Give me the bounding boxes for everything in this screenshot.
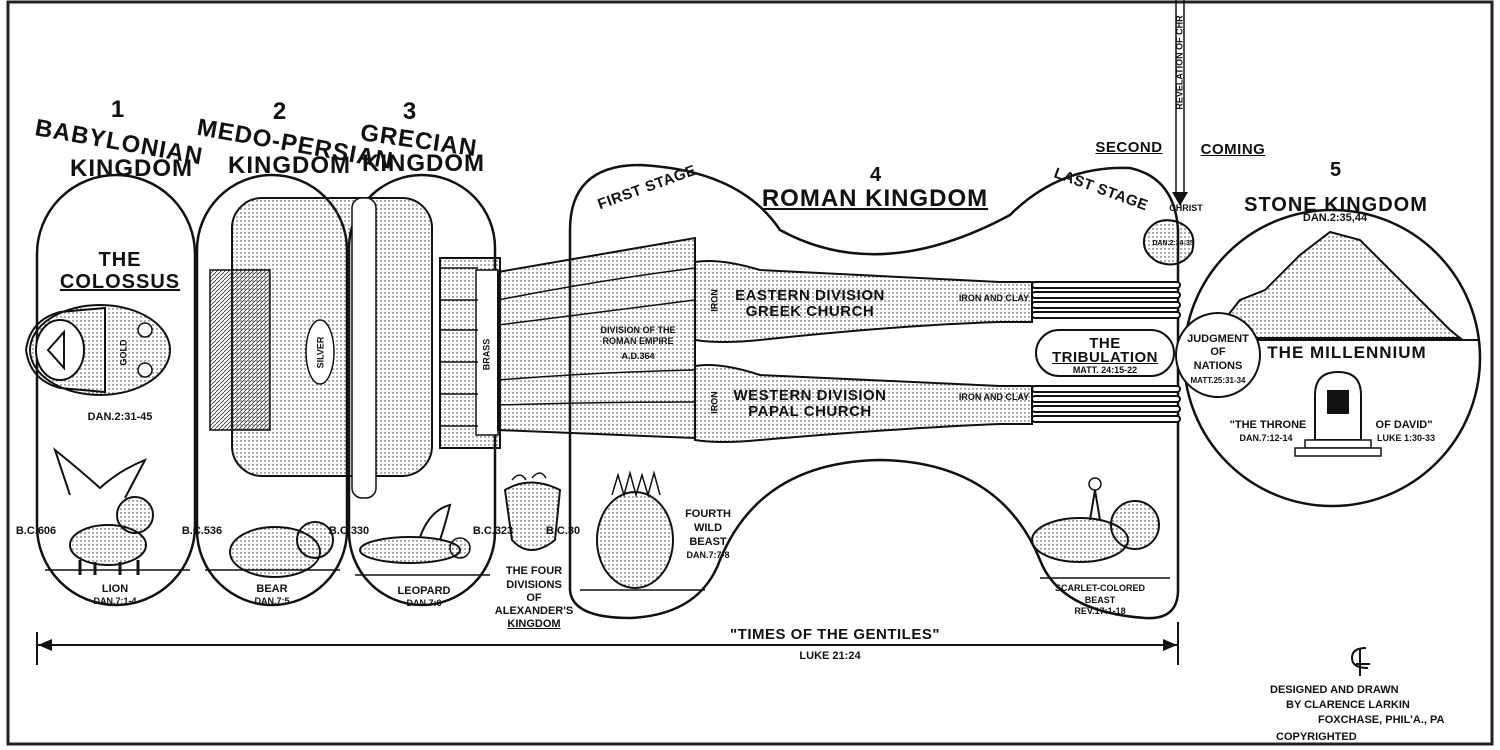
papal-church: PAPAL CHURCH: [748, 403, 872, 420]
four-divisions-1: THE FOUR: [505, 565, 563, 577]
stone-ref-label: DAN.2:34-35: [1152, 240, 1194, 247]
four-headed-goat: [503, 472, 562, 551]
eastern-division: EASTERN DIVISION: [735, 287, 885, 304]
credit-line4: COPYRIGHTED: [1276, 731, 1357, 743]
four-divisions-4: ALEXANDER'S: [494, 605, 574, 617]
judgment-line3: NATIONS: [1193, 360, 1243, 372]
larkin-monogram: [1350, 647, 1370, 676]
colossus-head: [24, 304, 171, 396]
revelation-label: REVELATION OF CHR: [1174, 15, 1185, 110]
throne-ref-right: LUKE 1:30-33: [1376, 433, 1436, 443]
gentiles-ref: LUKE 21:24: [799, 650, 861, 662]
silver-chest: [209, 197, 433, 499]
metal-iron-clay-west: IRON AND CLAY: [958, 392, 1030, 402]
date-bc606: B.C.606: [15, 525, 57, 537]
colossus-line2: COLOSSUS: [59, 271, 181, 293]
scarlet-line1: SCARLET-COLORED: [1055, 583, 1145, 593]
kingdom-2-subtitle: KINGDOM: [228, 152, 351, 179]
lion-beast: [52, 447, 154, 575]
credit-line3: FOXCHASE, PHIL'A., PA: [1318, 714, 1445, 726]
leopard-beast: [359, 503, 471, 564]
scarlet-line2: BEAST: [1084, 595, 1116, 605]
date-bc323: B.C.323: [472, 525, 514, 537]
judgment-line2: OF: [1210, 346, 1226, 358]
credit-line1: DESIGNED AND DRAWN: [1270, 684, 1399, 696]
metal-iron-east: IRON: [709, 289, 720, 312]
date-bc330: B.C.330: [328, 525, 370, 537]
coming-label: COMING: [1200, 141, 1266, 158]
bear-ref: DAN.7:5: [254, 596, 290, 606]
leopard-ref: DAN.7:6: [406, 598, 442, 608]
eastern-leg: [694, 260, 1033, 343]
ground-lines: [45, 569, 1170, 591]
tribulation-ref: MATT. 24:15-22: [1072, 365, 1138, 375]
four-divisions-5: KINGDOM: [507, 618, 561, 630]
page-border: [6, 0, 1494, 746]
gentiles-title: "TIMES OF THE GENTILES": [730, 626, 940, 643]
bear-name: BEAR: [256, 583, 288, 595]
scarlet-beast: [1031, 477, 1160, 563]
christ-label: CHRIST: [1169, 203, 1203, 213]
kingdom-5-number: 5: [1329, 159, 1343, 181]
empire-split-3: A.D.364: [621, 351, 655, 361]
fourth-beast-3: BEAST: [689, 536, 727, 548]
date-bc536: B.C.536: [181, 525, 223, 537]
throne-left: "THE THRONE: [1229, 419, 1307, 431]
leopard-name: LEOPARD: [397, 585, 451, 597]
fourth-beast-ref: DAN.7:7-8: [686, 550, 730, 560]
metal-brass: BRASS: [481, 338, 492, 371]
fourth-beast-1: FOURTH: [685, 508, 731, 520]
babylon-capsule: [35, 173, 197, 607]
tribulation-line1: THE: [1089, 335, 1121, 352]
throne-ref-left: DAN.7:12-14: [1239, 433, 1293, 443]
tribulation-line2: TRIBULATION: [1051, 349, 1159, 366]
metal-gold: GOLD: [118, 339, 129, 366]
lion-ref: DAN.7:1-4: [93, 596, 137, 606]
four-divisions-2: DIVISIONS: [506, 579, 562, 591]
lion-name: LION: [101, 583, 129, 595]
empire-split-1: DIVISION OF THE: [600, 325, 676, 335]
throne-right: OF DAVID": [1375, 419, 1433, 431]
brass-belly: [439, 257, 501, 449]
second-label: SECOND: [1095, 139, 1163, 156]
roman-kingdom-title: ROMAN KINGDOM: [761, 185, 989, 212]
colossus-ref: DAN.2:31-45: [87, 411, 153, 423]
judgment-line1: JUDGMENT: [1187, 333, 1249, 345]
roman-outline: [568, 163, 1180, 620]
kingdom-2-number: 2: [272, 98, 288, 125]
fourth-wild-beast: [596, 470, 674, 589]
revelation-arrow: [1172, 192, 1188, 206]
credit-line2: BY CLARENCE LARKIN: [1286, 699, 1410, 711]
metal-iron-west: IRON: [709, 391, 720, 414]
kingdom-3-subtitle: KINGDOM: [362, 150, 485, 177]
empire-split-2: ROMAN EMPIRE: [602, 336, 674, 346]
western-toes: [1031, 385, 1181, 423]
colossus-line1: THE: [98, 249, 142, 271]
date-bc30: B.C.30: [545, 525, 581, 537]
judgment-ref: MATT.25:31-34: [1190, 376, 1246, 385]
mountain: [1207, 230, 1463, 339]
kingdom-1-subtitle: KINGDOM: [70, 155, 193, 182]
throne-of-david: [1294, 370, 1382, 457]
kingdom-4-number: 4: [869, 164, 883, 186]
metal-silver: SILVER: [315, 336, 326, 369]
smiting-stone: [1142, 219, 1195, 266]
greek-church: GREEK CHURCH: [745, 303, 875, 320]
stone-kingdom-ref: DAN.2:35,44: [1302, 212, 1368, 224]
kingdom-3-number: 3: [402, 98, 418, 125]
metal-iron-clay-east: IRON AND CLAY: [958, 293, 1030, 303]
western-division: WESTERN DIVISION: [733, 387, 887, 404]
four-divisions-3: OF: [526, 592, 542, 604]
bear-beast: [229, 521, 334, 578]
judgment-oval: [1175, 312, 1261, 398]
western-leg: [694, 364, 1033, 443]
eastern-toes: [1031, 281, 1181, 319]
kingdom-1-number: 1: [110, 96, 126, 123]
fourth-beast-2: WILD: [693, 522, 723, 534]
stone-kingdom-title: STONE KINGDOM: [1244, 194, 1428, 216]
scarlet-ref: REV.17:1-18: [1074, 606, 1126, 616]
millennium-title: THE MILLENNIUM: [1267, 343, 1427, 362]
tribulation-box: [1035, 329, 1175, 377]
